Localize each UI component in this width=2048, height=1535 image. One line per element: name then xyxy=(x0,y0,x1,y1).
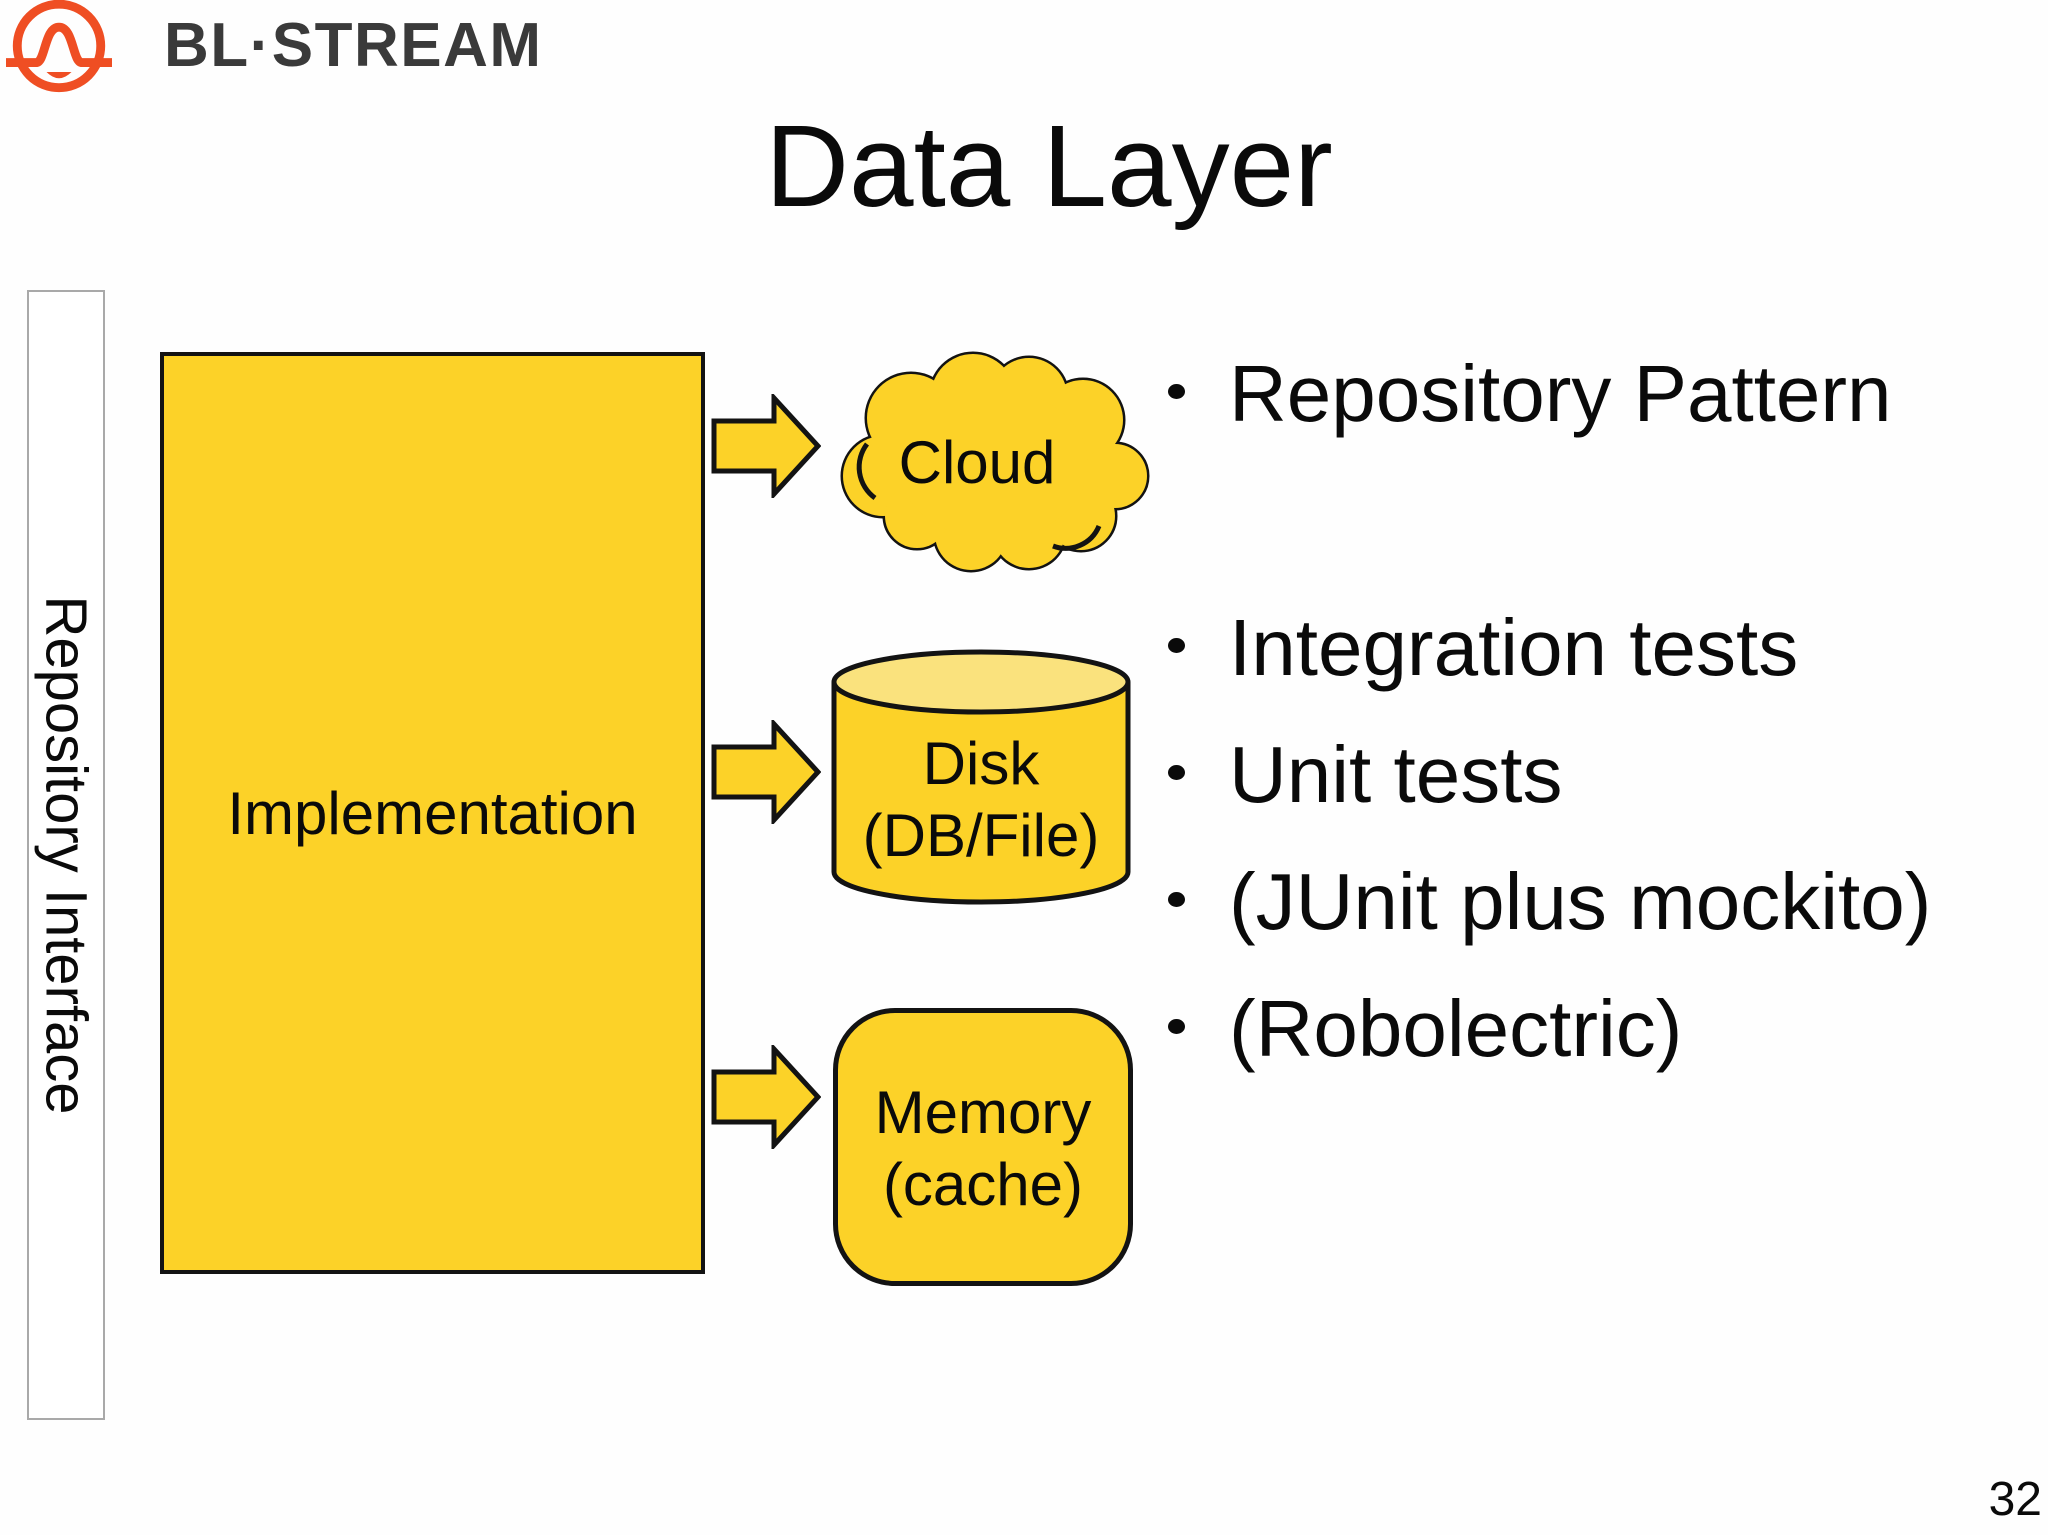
disk-label: Disk xyxy=(922,730,1040,797)
bullet-item: Integration tests xyxy=(1168,584,1931,711)
bullet-item: Unit tests xyxy=(1168,711,1931,838)
implementation-box: Implementation xyxy=(160,352,705,1274)
cloud-shape: Cloud xyxy=(833,348,1151,576)
cloud-icon xyxy=(840,351,1150,573)
arrow-to-disk-icon xyxy=(711,720,821,824)
logo-pulse-icon xyxy=(6,0,112,93)
bullet-text: (Robolectric) xyxy=(1229,984,1683,1073)
bullet-text: Integration tests xyxy=(1229,603,1799,692)
bullet-item: (Robolectric) xyxy=(1168,965,1931,1092)
cloud-label: Cloud xyxy=(898,428,1056,496)
bullet-dot-icon xyxy=(1168,384,1185,399)
implementation-label: Implementation xyxy=(227,779,638,847)
disk-sublabel: (DB/File) xyxy=(862,802,1100,869)
arrow-to-memory-icon xyxy=(711,1045,821,1149)
bullet-dot-icon xyxy=(1168,638,1185,653)
memory-label: Memory xyxy=(874,1079,1092,1146)
bullet-dot-icon xyxy=(1168,1019,1185,1034)
bullet-item: (JUnit plus mockito) xyxy=(1168,838,1931,965)
memory-sublabel: (cache) xyxy=(882,1151,1084,1218)
bullet-dot-icon xyxy=(1168,765,1185,780)
arrow-to-cloud-icon xyxy=(711,394,821,498)
bullet-list: Repository Pattern Integration tests Uni… xyxy=(1168,330,1931,1092)
page-title: Data Layer xyxy=(765,101,1333,231)
repository-interface-box: Repository Interface xyxy=(27,290,105,1420)
bullet-text: (JUnit plus mockito) xyxy=(1229,857,1932,946)
bullet-text: Repository Pattern xyxy=(1229,349,1892,438)
bullet-dot-icon xyxy=(1168,892,1185,907)
repository-interface-label: Repository Interface xyxy=(33,595,99,1115)
page-number: 32 xyxy=(1988,1473,2042,1526)
disk-shape: Disk (DB/File) xyxy=(830,646,1132,908)
bullet-item: Repository Pattern xyxy=(1168,330,1931,457)
database-cylinder-icon xyxy=(831,649,1131,905)
bullet-text: Unit tests xyxy=(1229,730,1563,819)
brand-name: BL·STREAM xyxy=(164,11,543,80)
memory-shape xyxy=(833,1008,1133,1286)
